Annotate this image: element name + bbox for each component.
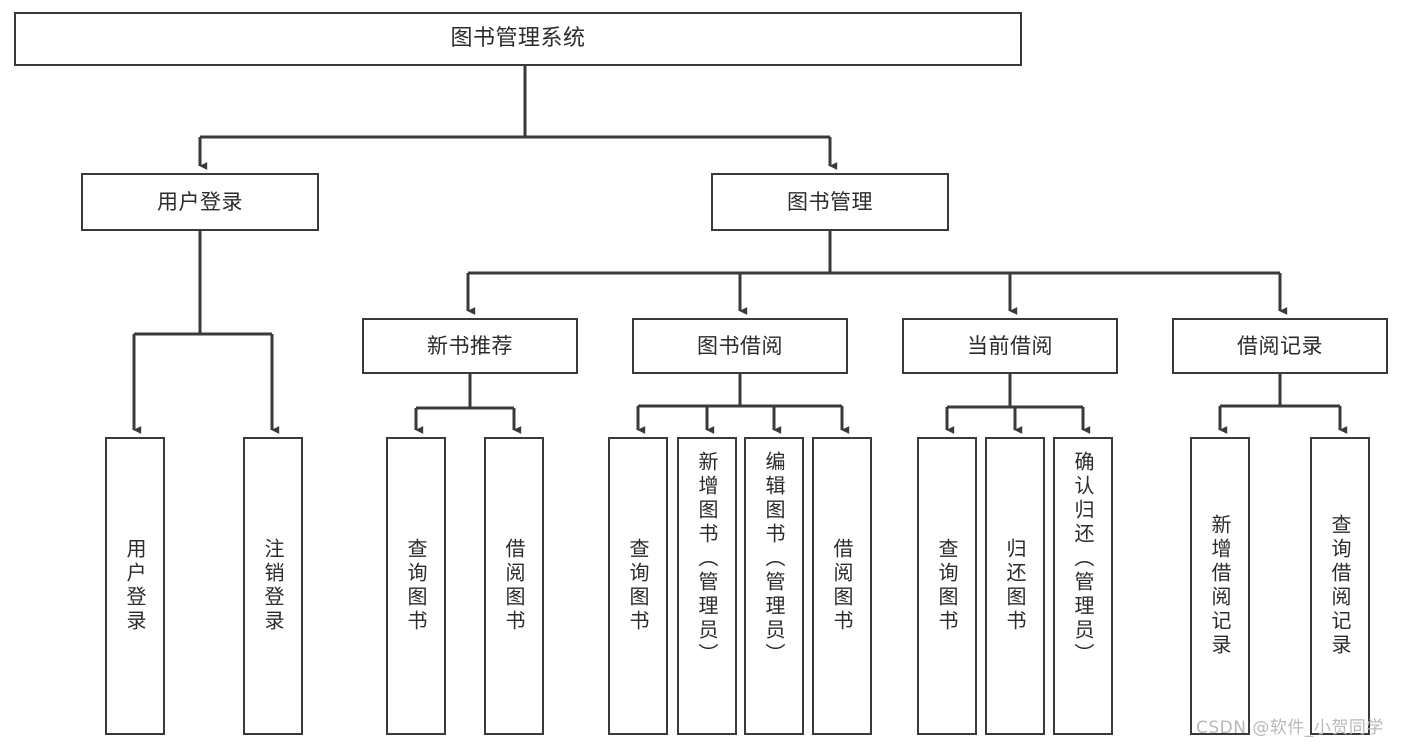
node-book-borrow[interactable]: 图书借阅 [632,318,848,374]
node-user-login[interactable]: 用户登录 [81,173,319,231]
node-label: 借阅记录 [1237,333,1323,358]
node-label: 查询借阅记录 [1328,514,1352,658]
leaf-query-book-current[interactable]: 查询图书 [917,437,977,735]
leaf-add-book-admin[interactable]: 新增图书（管理员） [677,437,737,735]
leaf-borrow-book[interactable]: 借阅图书 [812,437,872,735]
node-borrow-record[interactable]: 借阅记录 [1172,318,1388,374]
node-book-manage[interactable]: 图书管理 [711,173,949,231]
leaf-borrow-book-rec[interactable]: 借阅图书 [484,437,544,735]
node-label: 借阅图书 [502,538,526,634]
leaf-return-book[interactable]: 归还图书 [985,437,1045,735]
node-label: 新书推荐 [427,333,513,358]
csdn-watermark: CSDN @软件_小贺同学 [1196,718,1384,738]
node-current-borrow[interactable]: 当前借阅 [902,318,1118,374]
node-label: 注销登录 [261,538,285,634]
leaf-query-book-borrow[interactable]: 查询图书 [608,437,668,735]
node-label: 查询图书 [935,538,959,634]
leaf-logout[interactable]: 注销登录 [243,437,303,735]
node-label: 查询图书 [404,538,428,634]
node-new-book-recommend[interactable]: 新书推荐 [362,318,578,374]
node-label: 用户登录 [157,189,243,214]
node-label: 查询图书 [626,538,650,634]
node-label: 新增图书（管理员） [695,451,719,667]
node-label: 借阅图书 [830,538,854,634]
leaf-confirm-return-admin[interactable]: 确认归还（管理员） [1053,437,1113,735]
node-label: 归还图书 [1003,538,1027,634]
leaf-add-borrow-record[interactable]: 新增借阅记录 [1190,437,1250,735]
leaf-query-borrow-record[interactable]: 查询借阅记录 [1310,437,1370,735]
node-label: 当前借阅 [967,333,1053,358]
leaf-edit-book-admin[interactable]: 编辑图书（管理员） [744,437,804,735]
node-label: 图书管理系统 [450,26,586,52]
leaf-user-login[interactable]: 用户登录 [105,437,165,735]
node-label: 用户登录 [123,538,147,634]
node-label: 新增借阅记录 [1208,514,1232,658]
leaf-query-book-rec[interactable]: 查询图书 [386,437,446,735]
node-system-root[interactable]: 图书管理系统 [14,12,1022,66]
node-label: 编辑图书（管理员） [762,451,786,667]
node-label: 确认归还（管理员） [1071,451,1095,667]
node-label: 图书借阅 [697,333,783,358]
node-label: 图书管理 [787,189,873,214]
